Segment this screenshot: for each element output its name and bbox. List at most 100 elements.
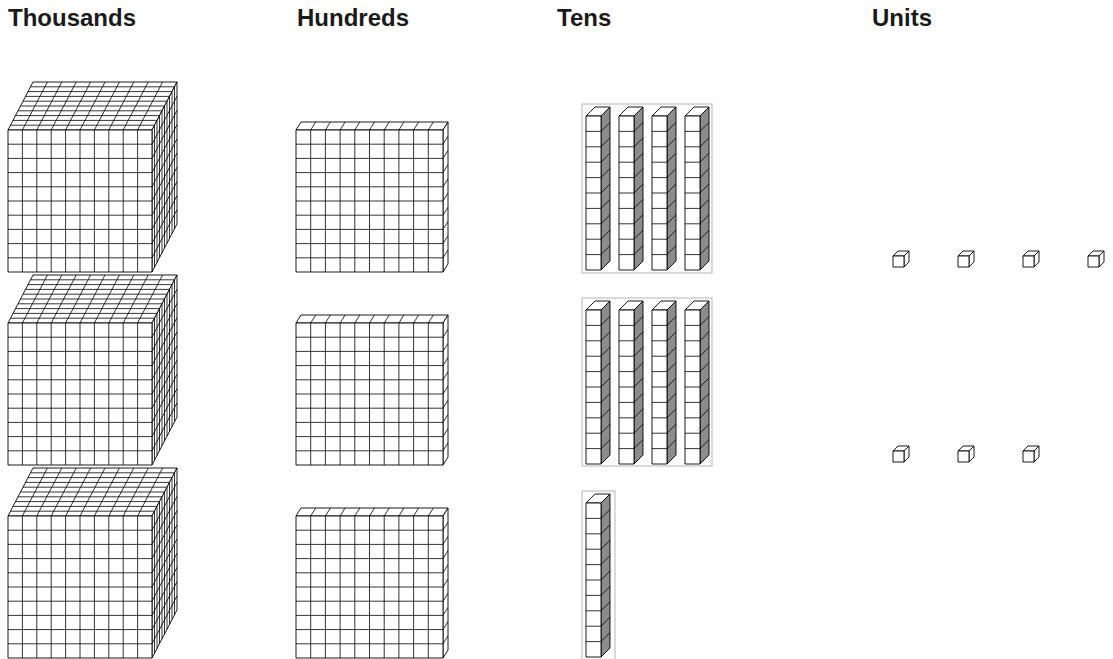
hundred-flat	[296, 315, 448, 465]
unit-cube	[1088, 251, 1104, 267]
ten-rod	[619, 301, 643, 464]
top-grid	[311, 508, 434, 516]
top-face	[8, 468, 177, 516]
hundred-flat	[296, 508, 448, 658]
front-face	[893, 451, 904, 462]
front-grid	[296, 516, 443, 658]
side-grid	[601, 122, 610, 254]
side-grid	[700, 316, 709, 448]
top-face	[296, 122, 448, 130]
side-grid	[601, 316, 610, 448]
column-heading: Thousands	[8, 4, 136, 33]
front-grid	[685, 325, 700, 448]
side-face	[667, 301, 676, 464]
rod-group-frame	[582, 491, 615, 659]
front-face	[586, 310, 601, 464]
ten-rod	[586, 107, 610, 270]
front-face	[296, 323, 443, 465]
blocks	[8, 82, 1104, 659]
ten-rod	[619, 107, 643, 270]
unit-cube	[893, 251, 909, 267]
side-face	[152, 275, 177, 465]
side-face	[152, 82, 177, 272]
front-face	[1023, 256, 1034, 267]
side-face	[443, 315, 448, 465]
front-grid	[8, 516, 152, 658]
thousand-cube	[8, 468, 177, 658]
side-grid	[443, 136, 448, 258]
front-face	[958, 256, 969, 267]
front-grid	[8, 323, 152, 465]
side-face	[601, 107, 610, 270]
front-face	[619, 310, 634, 464]
front-face	[586, 503, 601, 657]
front-face	[685, 310, 700, 464]
ten-rod	[586, 494, 610, 657]
hundred-flat	[296, 122, 448, 272]
ten-rod	[685, 301, 709, 464]
front-face	[8, 323, 152, 465]
top-grid	[311, 315, 434, 323]
front-grid	[685, 131, 700, 254]
unit-cube	[958, 446, 974, 462]
side-grid	[700, 122, 709, 254]
front-face	[958, 451, 969, 462]
side-face	[969, 446, 974, 462]
front-grid	[586, 131, 601, 254]
front-grid	[619, 131, 634, 254]
ten-rod	[586, 301, 610, 464]
side-face	[700, 107, 709, 270]
ten-rod	[652, 301, 676, 464]
side-face	[904, 446, 909, 462]
rod-group-frame	[582, 298, 712, 466]
side-face	[443, 508, 448, 658]
thousand-cube	[8, 82, 177, 272]
side-grid	[152, 473, 177, 653]
side-face	[969, 251, 974, 267]
thousand-cube	[8, 275, 177, 465]
side-grid	[443, 522, 448, 644]
side-face	[443, 122, 448, 272]
side-grid	[152, 87, 177, 267]
unit-cube	[958, 251, 974, 267]
front-grid	[296, 323, 443, 465]
front-grid	[586, 325, 601, 448]
side-face	[700, 301, 709, 464]
side-face	[152, 468, 177, 658]
front-grid	[652, 325, 667, 448]
ten-rod	[652, 107, 676, 270]
top-grid	[311, 122, 434, 130]
unit-cube	[1023, 251, 1039, 267]
side-grid	[634, 122, 643, 254]
rod-group-frame	[582, 104, 712, 273]
column-heading: Hundreds	[297, 4, 409, 33]
side-face	[1034, 251, 1039, 267]
front-grid	[296, 130, 443, 272]
column-heading: Tens	[557, 4, 611, 33]
side-grid	[152, 280, 177, 460]
front-face	[1023, 451, 1034, 462]
top-grid	[11, 468, 175, 516]
ten-rod	[685, 107, 709, 270]
unit-cube	[1023, 446, 1039, 462]
front-face	[893, 256, 904, 267]
front-grid	[619, 325, 634, 448]
front-face	[296, 130, 443, 272]
column-heading: Units	[872, 4, 932, 33]
front-face	[685, 116, 700, 270]
side-face	[634, 301, 643, 464]
top-face	[8, 82, 177, 130]
side-face	[904, 251, 909, 267]
top-face	[296, 315, 448, 323]
front-face	[8, 516, 152, 658]
front-face	[8, 130, 152, 272]
front-grid	[8, 130, 152, 272]
front-face	[652, 310, 667, 464]
top-grid	[11, 275, 175, 323]
side-face	[601, 494, 610, 657]
side-grid	[601, 509, 610, 641]
top-face	[296, 508, 448, 516]
side-grid	[443, 329, 448, 451]
front-face	[619, 116, 634, 270]
